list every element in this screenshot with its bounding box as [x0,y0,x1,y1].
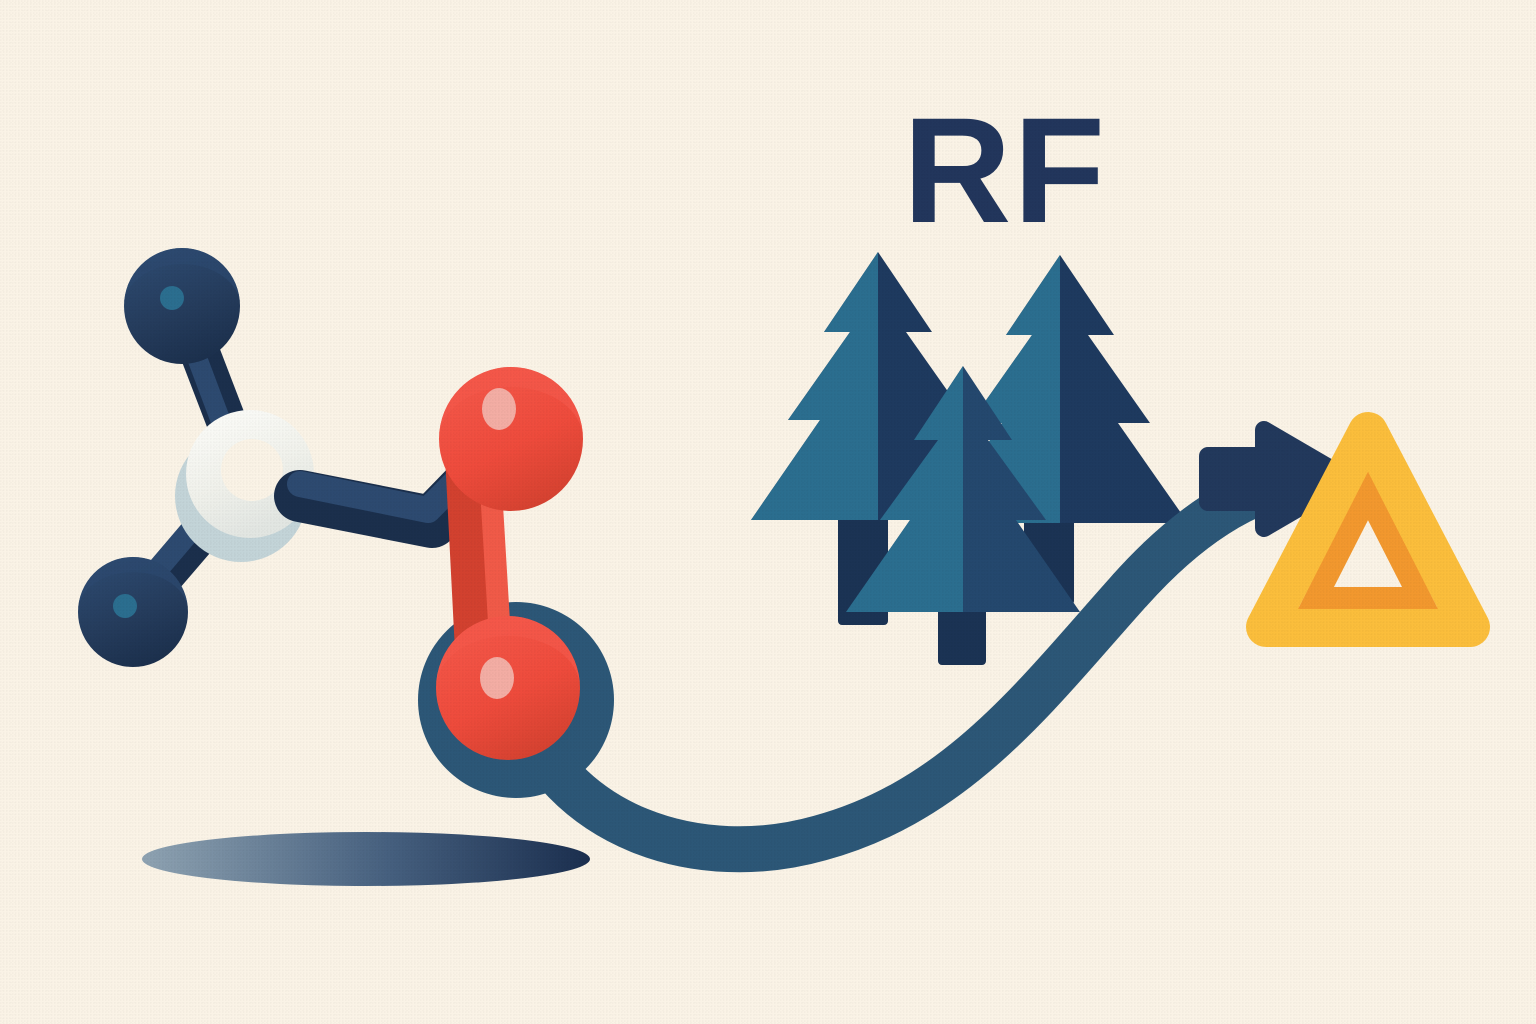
ring-atom-hole [221,439,283,501]
atom-navy-lower-left-highlight [113,594,137,618]
ground-shadow-ellipse [142,832,590,886]
atom-navy-upper-left-cap [124,248,240,306]
atom-navy-lower-left-cap [78,557,188,612]
atom-navy-lower-left [78,557,188,667]
atom-red-upper [439,367,583,511]
atom-red-lower [436,616,580,760]
rf-label: RF [903,86,1107,254]
atom-navy-upper-left-body [124,248,240,364]
warning-triangle-outer [1246,412,1490,647]
warning-triangle-inner [1298,471,1438,609]
atom-red-lower-cap [436,616,580,688]
tree-right-foliage-light [932,255,1060,523]
tree-left-foliage-light [751,252,878,520]
atom-navy-upper-left [124,248,240,364]
tree-center-front [846,366,1080,665]
atom-red-upper-highlight [482,388,516,430]
warning-triangle [1246,412,1490,647]
atom-red-upper-cap [439,367,583,439]
pine-tree-cluster [751,252,1188,665]
atom-navy-upper-left-highlight [160,286,184,310]
atom-red-upper-body [439,367,583,511]
ball-and-stick-molecule [78,248,583,760]
atom-red-lower-highlight [480,657,514,699]
tree-center-foliage-light [846,366,963,612]
